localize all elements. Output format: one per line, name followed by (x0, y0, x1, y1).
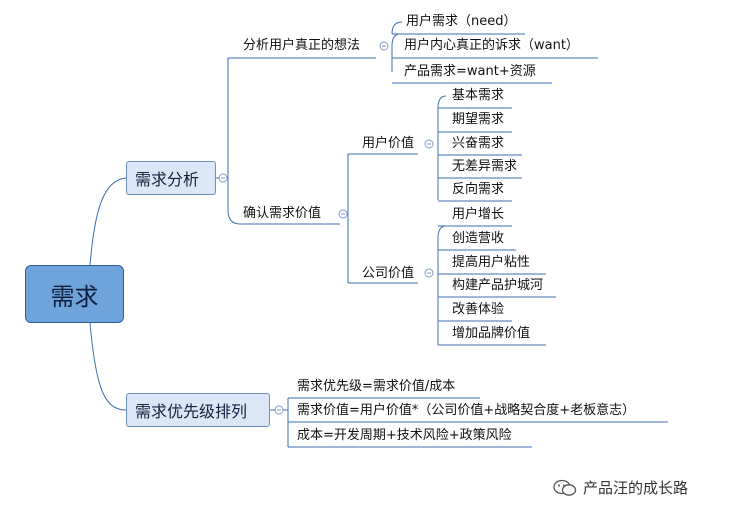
leaf-user-value-item[interactable]: 基本需求 (452, 88, 505, 103)
leaf-company-value-item[interactable]: 改善体验 (452, 302, 505, 317)
leaf-product-requirement[interactable]: 产品需求=want+资源 (404, 64, 536, 79)
leaf-user-want[interactable]: 用户内心真正的诉求（want） (404, 38, 579, 53)
wechat-icon (553, 479, 577, 496)
leaf-company-value-item[interactable]: 创造营收 (452, 231, 505, 246)
connector-root-priority (89, 322, 127, 411)
connector-think-branch (391, 33, 598, 84)
connector-value-branch (240, 153, 418, 283)
node-analyze-user-thought[interactable]: 分析用户真正的想法 (243, 38, 361, 53)
leaf-cost-formula[interactable]: 成本=开发周期+技术风险+政策风险 (297, 428, 512, 443)
leaf-user-need[interactable]: 用户需求（need） (406, 14, 517, 29)
watermark: 产品汪的成长路 (553, 477, 688, 498)
leaf-value-formula[interactable]: 需求价值=用户价值*（公司价值+战略契合度+老板意志） (297, 403, 636, 418)
leaf-user-value-item[interactable]: 无差异需求 (452, 159, 518, 174)
connector-company-items (437, 225, 556, 346)
leaf-user-value-item[interactable]: 反向需求 (452, 182, 505, 197)
watermark-text: 产品汪的成长路 (583, 479, 689, 497)
leaf-company-value-item[interactable]: 用户增长 (452, 207, 505, 222)
connector-user-items (437, 95, 522, 202)
leaf-priority-formula[interactable]: 需求优先级=需求价值/成本 (297, 379, 456, 394)
leaf-company-value-item[interactable]: 增加品牌价值 (452, 326, 531, 341)
node-confirm-value[interactable]: 确认需求价值 (243, 206, 322, 221)
leaf-user-value-item[interactable]: 兴奋需求 (452, 136, 505, 151)
node-company-value[interactable]: 公司价值 (362, 266, 415, 281)
connector-analysis-trunk (216, 57, 376, 225)
root-node[interactable]: 需求 (25, 265, 124, 323)
node-requirement-priority[interactable]: 需求优先级排列 (126, 393, 270, 427)
leaf-company-value-item[interactable]: 构建产品护城河 (452, 278, 544, 293)
node-requirement-analysis[interactable]: 需求分析 (126, 161, 216, 195)
leaf-user-value-item[interactable]: 期望需求 (452, 112, 505, 127)
node-user-value[interactable]: 用户价值 (362, 136, 415, 151)
leaf-company-value-item[interactable]: 提高用户粘性 (452, 255, 531, 270)
connector-root-analysis (89, 177, 127, 266)
